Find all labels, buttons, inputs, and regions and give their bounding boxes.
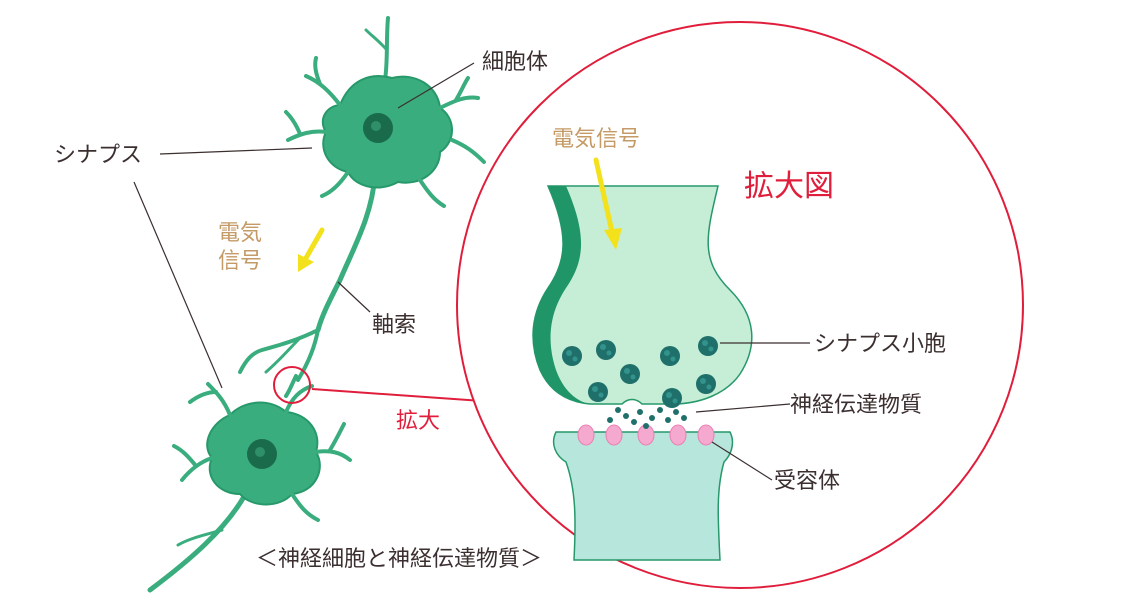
signal-arrow-icon bbox=[593, 157, 622, 250]
receptor bbox=[577, 424, 595, 446]
vesicle-label: シナプス小胞 bbox=[814, 332, 946, 357]
postsynaptic-cell bbox=[552, 431, 734, 561]
signal-label-left-2: 信号 bbox=[218, 249, 262, 274]
vesicle bbox=[696, 374, 716, 394]
vesicle bbox=[596, 340, 616, 360]
signal-label-right: 電気信号 bbox=[552, 127, 640, 152]
lower-branch bbox=[176, 528, 224, 547]
receptor bbox=[669, 424, 687, 446]
enlarge-label: 拡大 bbox=[396, 409, 440, 434]
terminal-membrane bbox=[533, 186, 590, 404]
axon-path bbox=[315, 172, 378, 333]
vesicle bbox=[698, 336, 718, 356]
axon-branch-right bbox=[296, 328, 320, 382]
caption: ＜神経細胞と神経伝達物質＞ bbox=[256, 547, 542, 572]
axon-label: 軸索 bbox=[372, 313, 416, 338]
vesicle bbox=[620, 364, 640, 384]
axon-branch-left2 bbox=[264, 336, 302, 374]
top-dendrite-branch bbox=[364, 28, 389, 52]
signal-label-left-1: 電気 bbox=[218, 221, 262, 246]
vesicle bbox=[660, 346, 680, 366]
vesicle bbox=[662, 388, 682, 408]
vesicle bbox=[562, 346, 582, 366]
zoom-title: 拡大図 bbox=[744, 169, 834, 204]
leader-lines bbox=[133, 62, 810, 481]
signal-arrow-icon bbox=[298, 227, 325, 272]
presynaptic-terminal bbox=[532, 185, 753, 405]
lower-neuron bbox=[172, 382, 352, 522]
receptor-label: 受容体 bbox=[774, 469, 840, 494]
vesicle bbox=[588, 382, 608, 402]
upper-neuron bbox=[284, 56, 486, 208]
synapse-label: シナプス bbox=[54, 143, 142, 168]
synapse-highlight-circle bbox=[273, 366, 311, 404]
receptor bbox=[605, 424, 623, 446]
receptors bbox=[577, 424, 715, 446]
neurotransmitter-label: 神経伝達物質 bbox=[790, 393, 922, 418]
neuron-fibers bbox=[147, 16, 390, 593]
neurotransmitter-dots bbox=[607, 407, 687, 429]
receptor bbox=[697, 424, 715, 446]
lower-axon bbox=[147, 492, 248, 593]
cell-body-label: 細胞体 bbox=[482, 50, 548, 75]
